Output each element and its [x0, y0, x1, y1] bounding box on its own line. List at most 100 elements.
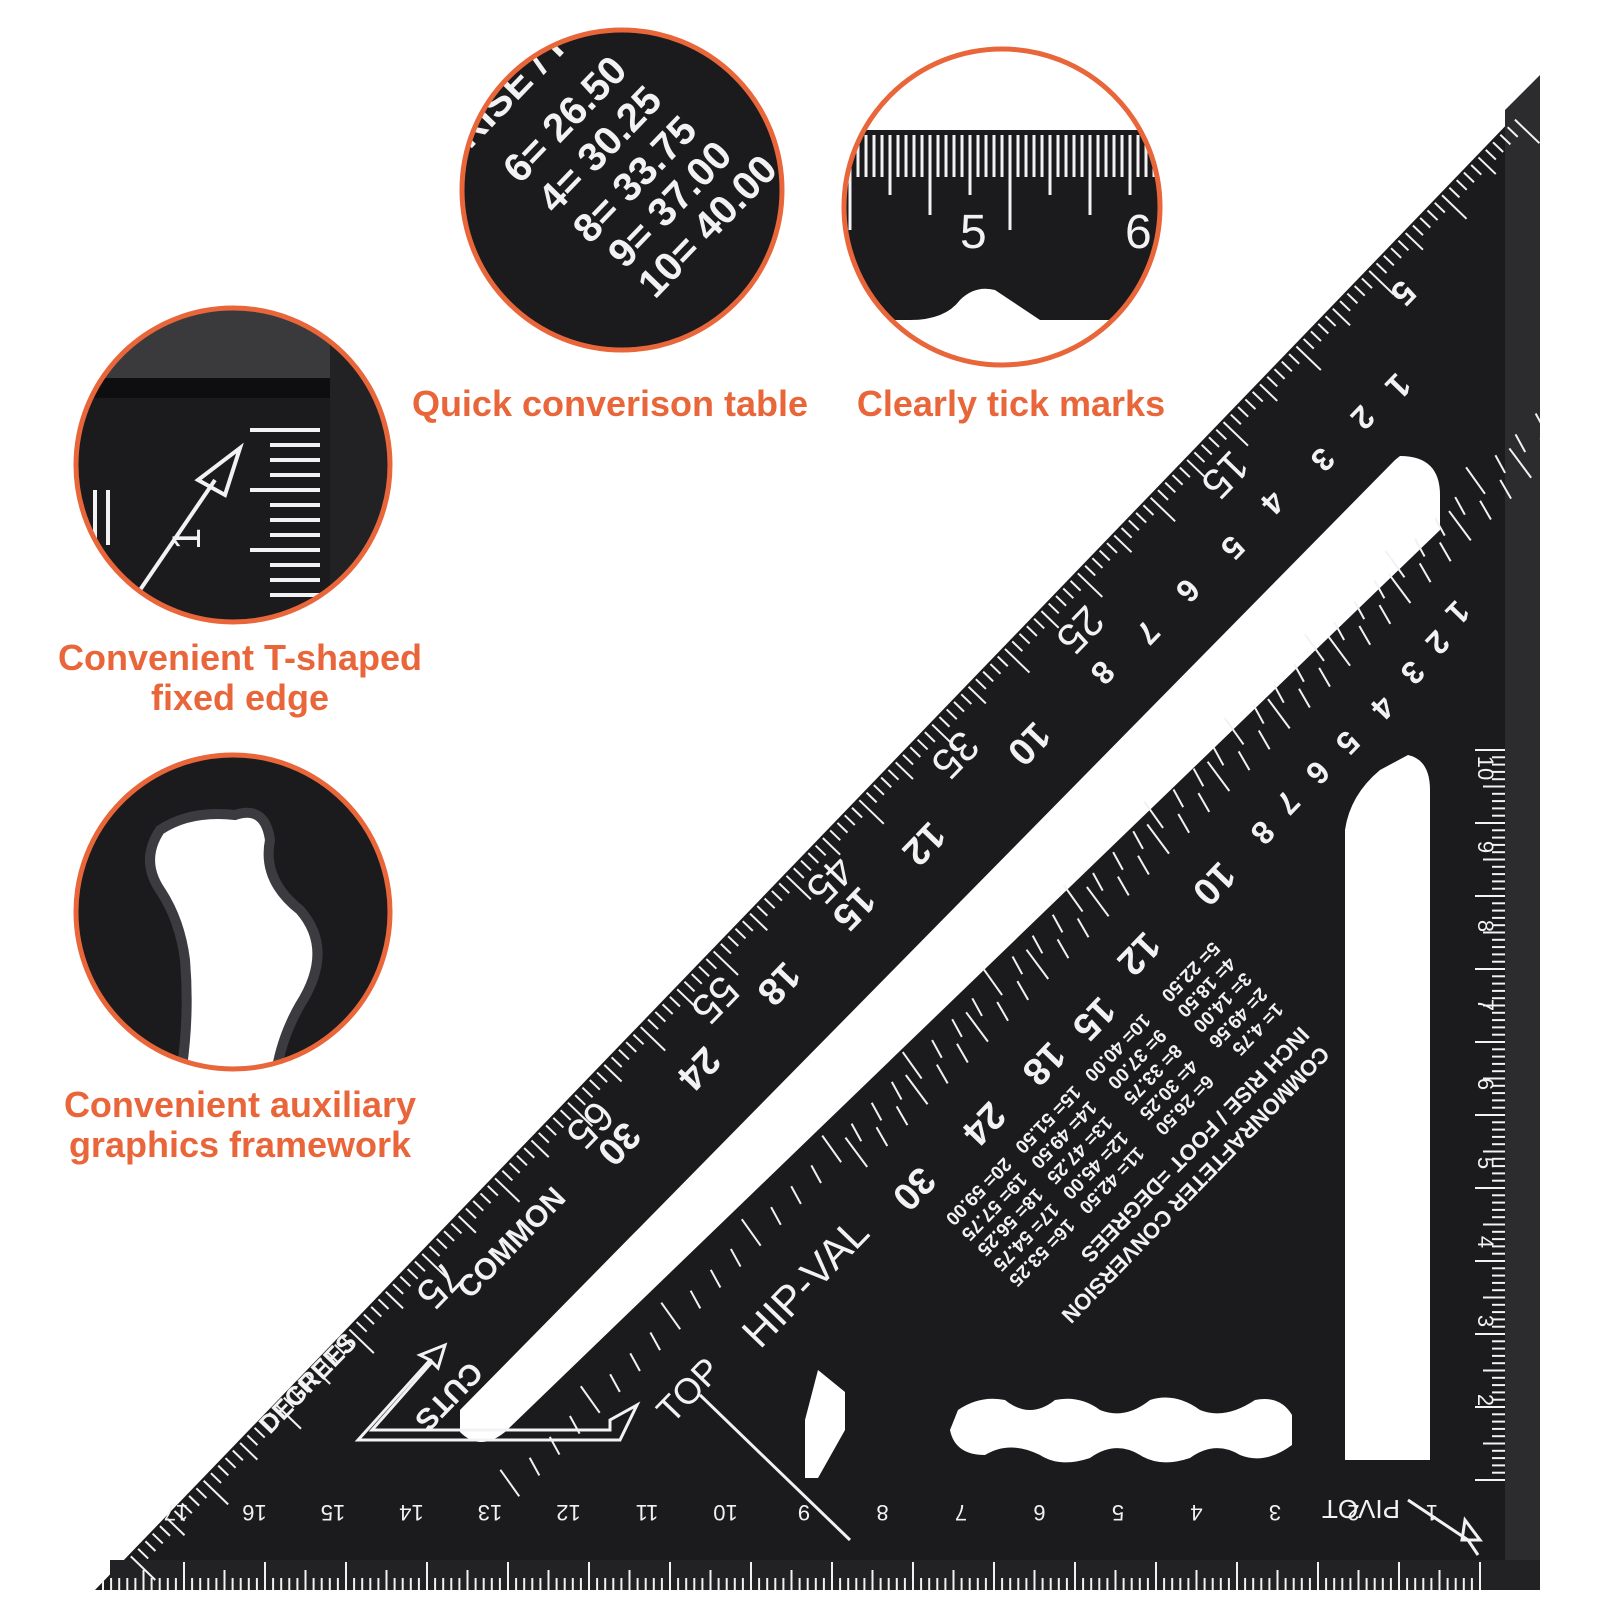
hypotenuse-tick	[348, 1328, 375, 1354]
hypotenuse-tick	[1441, 194, 1468, 220]
hypotenuse-tick	[814, 844, 827, 857]
hypotenuse-tick	[851, 807, 863, 819]
hypotenuse-tick	[1062, 587, 1075, 599]
hypotenuse-tick	[1128, 519, 1140, 531]
common-tick	[499, 1469, 521, 1497]
hypotenuse-tick	[202, 1480, 229, 1506]
hypotenuse-tick	[946, 708, 958, 720]
hypotenuse-tick	[953, 701, 965, 713]
hipval-tick	[1508, 447, 1532, 479]
caption-conversion: Quick converison table	[411, 383, 809, 424]
hypotenuse-tick	[967, 686, 987, 705]
hypotenuse-tick	[610, 1056, 623, 1068]
hypotenuse-tick	[1477, 156, 1497, 175]
hypotenuse-tick	[1448, 186, 1461, 199]
hypotenuse-tick	[1434, 202, 1446, 214]
hypotenuse-tick	[1179, 466, 1191, 478]
hipval-tick	[935, 1064, 949, 1084]
common-tick	[1373, 580, 1386, 599]
hypotenuse-tick	[938, 716, 951, 728]
common-tick	[1384, 550, 1406, 578]
hypotenuse-tick	[1353, 285, 1366, 297]
hypotenuse-tick	[363, 1313, 375, 1325]
hypotenuse-tick	[530, 1139, 550, 1158]
hypotenuse-tick	[479, 1192, 492, 1204]
hipval-tick	[1076, 917, 1090, 938]
common-tick	[660, 1302, 681, 1330]
hypotenuse-tick	[523, 1147, 535, 1159]
common-tick	[1062, 884, 1084, 913]
hipval-tick	[1117, 876, 1130, 896]
common-tick	[890, 1081, 903, 1100]
common-tick	[810, 1164, 822, 1184]
hypotenuse-tick	[1018, 633, 1031, 645]
hypotenuse-tick	[370, 1306, 382, 1318]
common-tick	[729, 1248, 742, 1268]
hypotenuse-tick	[1047, 602, 1060, 615]
hypotenuse-tick	[909, 746, 922, 758]
hypotenuse-tick	[436, 1238, 448, 1250]
hypotenuse-tick	[749, 912, 768, 931]
hypotenuse-tick	[1004, 648, 1031, 674]
hypotenuse-tick	[727, 935, 739, 947]
hypotenuse-tick	[632, 1033, 645, 1046]
common-tick	[951, 1018, 963, 1038]
hipval-tick	[1318, 667, 1331, 688]
hypotenuse-tick	[1339, 300, 1351, 312]
hipval-tick	[1438, 542, 1452, 562]
hypotenuse-tick	[720, 943, 732, 955]
common-tick	[1304, 633, 1325, 662]
square-body	[95, 90, 1540, 1590]
cut-arrow-outline	[354, 1342, 1483, 1556]
common-tick	[870, 1102, 883, 1121]
hypotenuse-tick	[406, 1268, 419, 1280]
common-tick	[580, 1385, 601, 1414]
hypotenuse-tick	[319, 1359, 331, 1371]
common-tick	[901, 1051, 923, 1080]
common-tick	[790, 1185, 802, 1205]
hypotenuse-tick	[1514, 118, 1540, 144]
hypotenuse-tick	[705, 958, 718, 970]
pivot-slot	[805, 1370, 845, 1478]
common-tick	[689, 1290, 702, 1309]
common-tick	[931, 1039, 943, 1059]
common-tick	[1253, 705, 1265, 725]
hypotenuse-tick	[304, 1374, 317, 1386]
hypotenuse-tick	[1200, 444, 1213, 456]
common-tick	[971, 997, 983, 1017]
label-pivot: PIVOT	[1322, 1494, 1400, 1524]
hypotenuse-tick	[603, 1064, 623, 1083]
hypotenuse-tick	[399, 1275, 412, 1288]
hypotenuse-tick	[661, 1003, 674, 1015]
hypotenuse-tick	[916, 738, 929, 751]
hypotenuse-tick	[224, 1457, 237, 1469]
common-tick	[649, 1331, 661, 1351]
hypotenuse-tick	[625, 1041, 637, 1053]
hypotenuse-tick	[1186, 459, 1206, 478]
hipval-tick	[875, 1126, 889, 1147]
hipval-tick	[1206, 761, 1231, 792]
hypotenuse-tick	[647, 1018, 659, 1030]
hypotenuse-tick	[1230, 413, 1242, 425]
hypotenuse-tick	[501, 1170, 514, 1182]
hypotenuse-tick	[297, 1381, 310, 1393]
hypotenuse-slot	[460, 456, 1440, 1442]
hypotenuse-tick	[1375, 262, 1388, 274]
right-number: 10	[1473, 756, 1498, 780]
common-tick	[1192, 768, 1205, 787]
hypotenuse-tick	[130, 1555, 156, 1581]
hypotenuse-tick	[596, 1071, 608, 1083]
hipval-tick	[1448, 510, 1472, 541]
hipval-tick	[956, 1043, 969, 1064]
hypotenuse-tick	[1149, 496, 1176, 523]
bottom-number: 2	[1347, 1500, 1359, 1525]
hypotenuse-tick	[1310, 330, 1322, 342]
common-tick	[1514, 433, 1527, 453]
hypotenuse-tick	[844, 814, 856, 826]
hypotenuse-tick	[1106, 542, 1118, 554]
right-number: 3	[1473, 1315, 1498, 1327]
hypotenuse-tick	[137, 1548, 149, 1560]
